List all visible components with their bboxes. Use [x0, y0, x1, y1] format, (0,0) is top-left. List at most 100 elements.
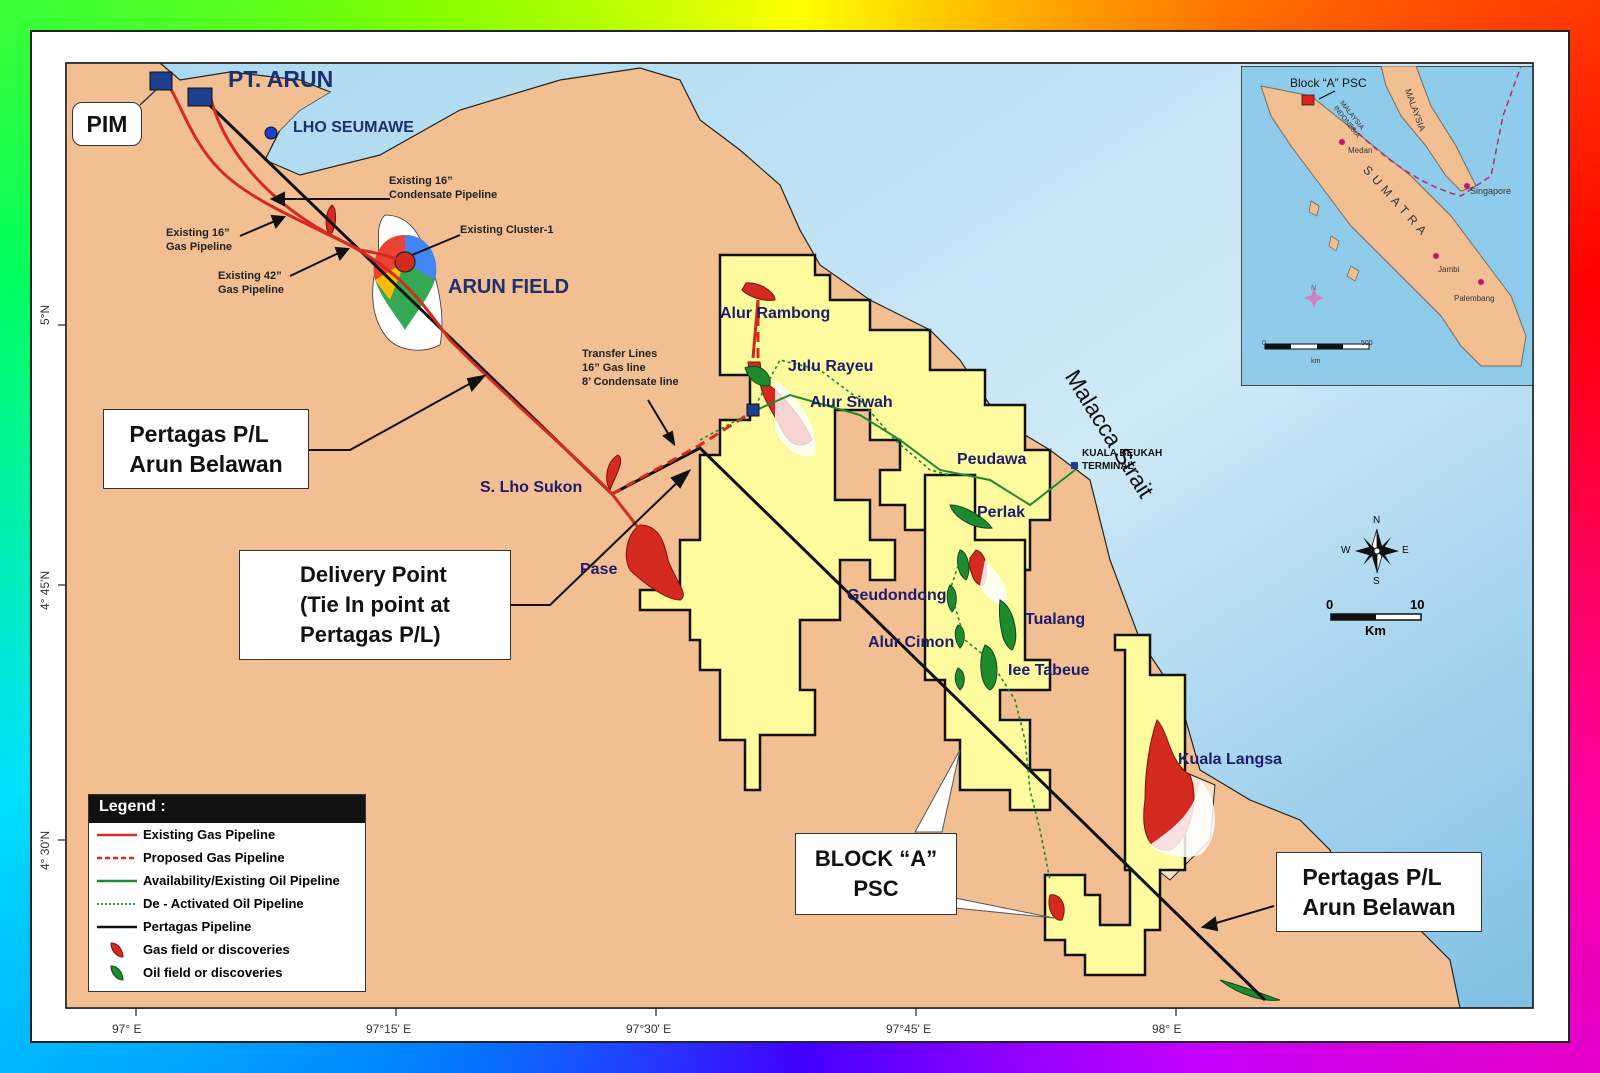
annotation-gas-42: Existing 42” Gas Pipeline	[218, 270, 285, 296]
bay-fill	[230, 72, 330, 160]
legend-item-label: De - Activated Oil Pipeline	[143, 896, 304, 911]
oil-fields	[744, 365, 1281, 1001]
compass-e-label: E	[1402, 545, 1409, 556]
legend-item-label: Existing Gas Pipeline	[143, 827, 276, 842]
inset-block-label: Block “A” PSC	[1290, 76, 1367, 90]
field-alur-rambong: Alur Rambong	[720, 305, 831, 322]
inset-singapore-label: Singapore	[1470, 186, 1512, 196]
lho-seumawe-label: LHO SEUMAWE	[293, 119, 414, 136]
field-kuala-langsa: Kuala Langsa	[1178, 751, 1283, 768]
callout-pertagas-east-text: Pertagas P/L Arun Belawan	[1302, 864, 1456, 920]
field-alur-siwah: Alur Siwah	[810, 394, 893, 411]
map-border	[65, 62, 1534, 1009]
callout-delivery-point: Delivery Point (Tie In point at Pertagas…	[239, 550, 511, 660]
callout-pertagas-west: Pertagas P/L Arun Belawan	[103, 409, 309, 489]
callout-block-a-text: BLOCK “A” PSC	[814, 846, 938, 901]
pim-label: PIM	[72, 102, 142, 146]
legend-proposed-gas: Proposed Gas Pipeline	[89, 846, 365, 869]
legend-title: Legend :	[89, 795, 365, 823]
field-perlak: Perlak	[977, 504, 1026, 521]
kuala-beukah-terminal-icon	[1071, 462, 1078, 469]
pt-arun-facility-icon	[187, 87, 213, 107]
legend-item-label: Gas field or discoveries	[143, 942, 290, 957]
block-callout-pointers	[914, 749, 1055, 919]
inset-scale-unit: km	[1311, 358, 1321, 365]
legend-oil-field: Oil field or discoveries	[89, 961, 365, 984]
oil-field-icon	[110, 964, 124, 981]
inset-block-marker-icon	[1301, 94, 1315, 106]
legend: Legend : Existing Gas Pipeline Proposed …	[88, 794, 366, 992]
callout-block-a-psc: BLOCK “A” PSC	[795, 833, 957, 915]
annotation-condensate-16: Existing 16” Condensate Pipeline	[389, 175, 498, 201]
legend-item-label: Oil field or discoveries	[143, 965, 283, 980]
lat-tick-5n: 5°N	[38, 304, 52, 325]
compass-icon	[1355, 528, 1399, 574]
legend-deactivated-oil: De - Activated Oil Pipeline	[89, 892, 365, 915]
pim-facility-icon	[149, 71, 173, 91]
lho-seumawe-town-icon	[264, 126, 278, 140]
compass-s-label: S	[1373, 576, 1380, 587]
field-julu-rayeu: Julu Rayeu	[788, 358, 874, 375]
legend-deactivated-oil-swatch	[97, 902, 137, 905]
legend-existing-gas-swatch	[97, 833, 137, 836]
inset-scale-zero: 0	[1262, 340, 1266, 347]
pt-arun-label: PT. ARUN	[228, 66, 334, 92]
compass-w-label: W	[1341, 545, 1351, 556]
pim-text: PIM	[86, 110, 128, 137]
annotation-cluster-1: Existing Cluster-1	[460, 224, 554, 236]
lon-tick-97e: 97° E	[112, 1022, 142, 1036]
lon-tick-98e: 98° E	[1152, 1022, 1182, 1036]
pim-pointer	[139, 87, 159, 106]
legend-item-label: Availability/Existing Oil Pipeline	[143, 873, 340, 888]
lon-tick-97-45e: 97°45' E	[886, 1022, 932, 1036]
lon-tick-97-15e: 97°15' E	[366, 1022, 412, 1036]
scale-unit-label: Km	[1365, 623, 1386, 638]
legend-pertagas-swatch	[97, 925, 137, 928]
block-a-psc-north	[638, 253, 1052, 792]
proposed-gas-pipeline	[611, 300, 760, 496]
inset-palembang-label: Palembang	[1454, 294, 1495, 303]
annotation-gas-16: Existing 16” Gas Pipeline	[166, 227, 233, 253]
legend-existing-oil-swatch	[97, 879, 137, 882]
legend-proposed-gas-swatch	[97, 856, 137, 859]
field-peudawa: Peudawa	[957, 451, 1027, 468]
inset-scale-500: 500	[1361, 340, 1373, 347]
legend-gas-field: Gas field or discoveries	[89, 938, 365, 961]
inset-compass-icon	[1304, 288, 1324, 308]
lat-tick-4-30n: 4° 30'N	[38, 830, 52, 870]
legend-pertagas: Pertagas Pipeline	[89, 915, 365, 938]
legend-item-label: Proposed Gas Pipeline	[143, 850, 285, 865]
field-iee-tabeue: Iee Tabeue	[1008, 662, 1090, 679]
graticule-ticks	[58, 324, 1177, 1016]
legend-item-label: Pertagas Pipeline	[143, 919, 252, 934]
arrows	[239, 191, 1275, 932]
field-geudondong: Geudondong	[847, 587, 947, 604]
scale-ten-label: 10	[1410, 597, 1425, 612]
gas-field-icon	[110, 941, 124, 958]
inset-jambi-label: Jambi	[1438, 265, 1460, 274]
kuala-langsa-halo	[1150, 780, 1215, 857]
arun-field-label: ARUN FIELD	[448, 276, 570, 298]
lon-tick-97-30e: 97°30' E	[626, 1022, 672, 1036]
oil-pipeline	[751, 393, 1076, 507]
callout-pertagas-east: Pertagas P/L Arun Belawan	[1276, 852, 1482, 932]
callout-delivery-text: Delivery Point (Tie In point at Pertagas…	[300, 562, 450, 647]
field-pase: Pase	[580, 561, 618, 578]
callout-pertagas-west-text: Pertagas P/L Arun Belawan	[129, 421, 283, 477]
inset-compass-n: N	[1311, 285, 1317, 292]
annotation-transfer-lines: Transfer Lines 16” Gas line 8’ Condensat…	[582, 348, 679, 388]
field-tualang: Tualang	[1025, 611, 1086, 628]
scale-zero-label: 0	[1326, 597, 1334, 612]
alur-siwah-halo	[775, 380, 816, 457]
inset-map	[1241, 66, 1533, 386]
existing-gas-pipelines	[164, 81, 760, 531]
field-s-lho-sukon: S. Lho Sukon	[480, 479, 583, 496]
legend-existing-oil: Availability/Existing Oil Pipeline	[89, 869, 365, 892]
lat-tick-4-45n: 4° 45'N	[38, 570, 52, 610]
compass-n-label: N	[1373, 515, 1381, 526]
field-alur-cimon: Alur Cimon	[868, 634, 955, 651]
inset-medan-label: Medan	[1348, 146, 1373, 155]
delivery-facility-icon	[746, 403, 760, 417]
deactivated-oil-pipeline	[699, 359, 1051, 881]
